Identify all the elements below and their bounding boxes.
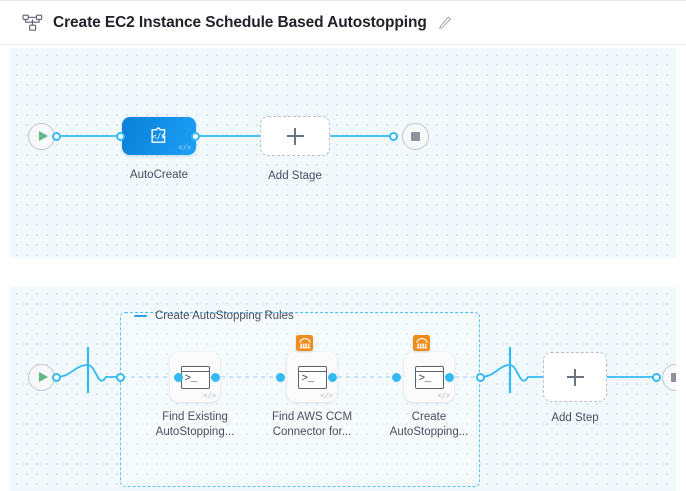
step-2-label-line2: Connector for...: [272, 426, 352, 438]
step-3-input-port[interactable]: [392, 372, 401, 382]
step-group-title: Create AutoStopping Rules: [155, 310, 294, 322]
shell-script-icon: >_: [297, 365, 327, 389]
step-code-badge: </>: [437, 393, 450, 401]
aws-icon: [296, 335, 313, 351]
step-group-header[interactable]: Create AutoStopping Rules: [134, 310, 294, 322]
shell-prompt: >_: [418, 372, 432, 385]
group-entry-port[interactable]: [116, 372, 125, 382]
execution-end-input-port[interactable]: [652, 372, 661, 382]
step-3-label-line1: Create: [411, 411, 447, 423]
stage-code-badge: </>: [178, 145, 191, 153]
pipeline-end-node[interactable]: [402, 122, 429, 150]
step-2-label: Find AWS CCM Connector for...: [252, 410, 372, 440]
svg-text:</>: </>: [152, 132, 166, 141]
step-1-label-line2: AutoStopping...: [155, 426, 235, 438]
stage-input-port[interactable]: [116, 131, 125, 141]
pipeline-nodes-icon: [22, 14, 44, 32]
pipeline-start-node[interactable]: [28, 122, 55, 150]
step-1-output-port[interactable]: [211, 372, 220, 382]
execution-start-node[interactable]: [28, 363, 55, 391]
stage-output-port[interactable]: [191, 131, 200, 141]
execution-start-output-port[interactable]: [52, 372, 61, 382]
step-node-create-autostopping[interactable]: >_ </>: [404, 352, 454, 402]
add-stage-label: Add Stage: [268, 170, 322, 182]
shell-script-icon: >_: [180, 365, 210, 389]
group-exit-port[interactable]: [476, 372, 485, 382]
stop-icon: [411, 131, 420, 141]
stage-label-autocreate: AutoCreate: [129, 169, 189, 181]
stage-node-autocreate[interactable]: </> </>: [122, 117, 196, 155]
step-3-output-port[interactable]: [445, 372, 454, 382]
step-2-output-port[interactable]: [328, 372, 337, 382]
step-3-label: Create AutoStopping...: [369, 410, 489, 440]
page-title: Create EC2 Instance Schedule Based Autos…: [53, 13, 427, 31]
play-icon: [38, 372, 48, 382]
stages-canvas[interactable]: </> </> AutoCreate Add Stage: [10, 48, 676, 258]
add-stage-button[interactable]: [260, 116, 330, 156]
add-step-button[interactable]: [543, 352, 607, 402]
plus-icon: [286, 127, 304, 145]
step-1-label: Find Existing AutoStopping...: [135, 410, 255, 440]
stage-connector-wires: [56, 135, 392, 137]
step-connector-wires: [55, 347, 655, 393]
play-icon: [38, 131, 48, 141]
plus-icon: [566, 368, 584, 386]
stop-icon: [671, 372, 676, 382]
add-step-label: Add Step: [551, 412, 599, 424]
step-code-badge: </>: [320, 393, 333, 401]
step-2-label-line1: Find AWS CCM: [271, 411, 353, 423]
step-1-label-line1: Find Existing: [162, 411, 228, 423]
pipeline-header: Create EC2 Instance Schedule Based Autos…: [0, 0, 686, 45]
shell-prompt: >_: [184, 372, 198, 385]
aws-icon: [413, 335, 430, 351]
step-node-find-aws-ccm-connector[interactable]: >_ </>: [287, 352, 337, 402]
pencil-edit-icon[interactable]: [437, 15, 453, 31]
shell-prompt: >_: [301, 372, 315, 385]
start-output-port[interactable]: [52, 131, 61, 141]
step-code-badge: </>: [203, 393, 216, 401]
shell-script-icon: >_: [414, 365, 444, 389]
end-input-port[interactable]: [389, 131, 398, 141]
step-2-input-port[interactable]: [276, 372, 285, 382]
steps-canvas[interactable]: Create AutoStopping Rules >_ </> Find Ex…: [10, 287, 676, 491]
puzzle-code-icon: </>: [151, 127, 166, 143]
step-1-input-port[interactable]: [174, 372, 183, 382]
minus-collapse-icon[interactable]: [134, 315, 147, 317]
step-3-label-line2: AutoStopping...: [389, 426, 469, 438]
